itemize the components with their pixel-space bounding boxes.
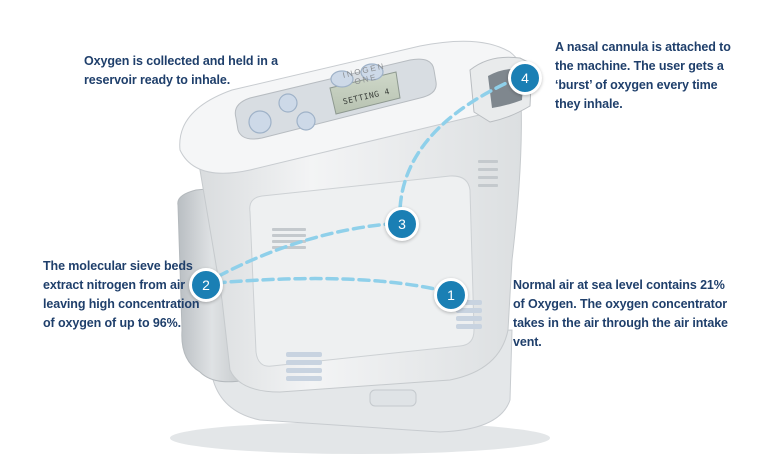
minus-button (360, 63, 384, 81)
flow-line-1-to-2 (202, 276, 450, 294)
step-marker-1: 1 (434, 278, 468, 312)
airflow-path (202, 74, 524, 294)
front-panel (249, 175, 475, 367)
plus-button (330, 70, 354, 88)
step-marker-4: 4 (508, 61, 542, 95)
caption-step-3: Oxygen is collected and held in a reserv… (84, 54, 278, 87)
flow-line-3-to-4 (398, 74, 524, 225)
alarm-button (278, 93, 298, 113)
step-marker-1-number: 1 (447, 287, 455, 303)
lower-left-vent (286, 352, 322, 381)
step-marker-4-number: 4 (521, 70, 529, 86)
step-marker-2: 2 (189, 268, 223, 302)
handle-slot (369, 389, 417, 407)
step-marker-3-number: 3 (398, 216, 406, 232)
caption-step-1: Normal air at sea level contains 21% of … (513, 278, 728, 349)
step-marker-2-number: 2 (202, 277, 210, 293)
step-marker-3: 3 (385, 207, 419, 241)
flow-line-2-to-3 (202, 221, 402, 286)
upper-vent (272, 228, 306, 249)
side-vent (478, 160, 498, 187)
power-button (248, 110, 272, 134)
caption-step-4: A nasal cannula is attached to the machi… (555, 40, 731, 111)
light-button (296, 111, 316, 131)
caption-step-2: The molecular sieve beds extract nitroge… (43, 259, 200, 330)
